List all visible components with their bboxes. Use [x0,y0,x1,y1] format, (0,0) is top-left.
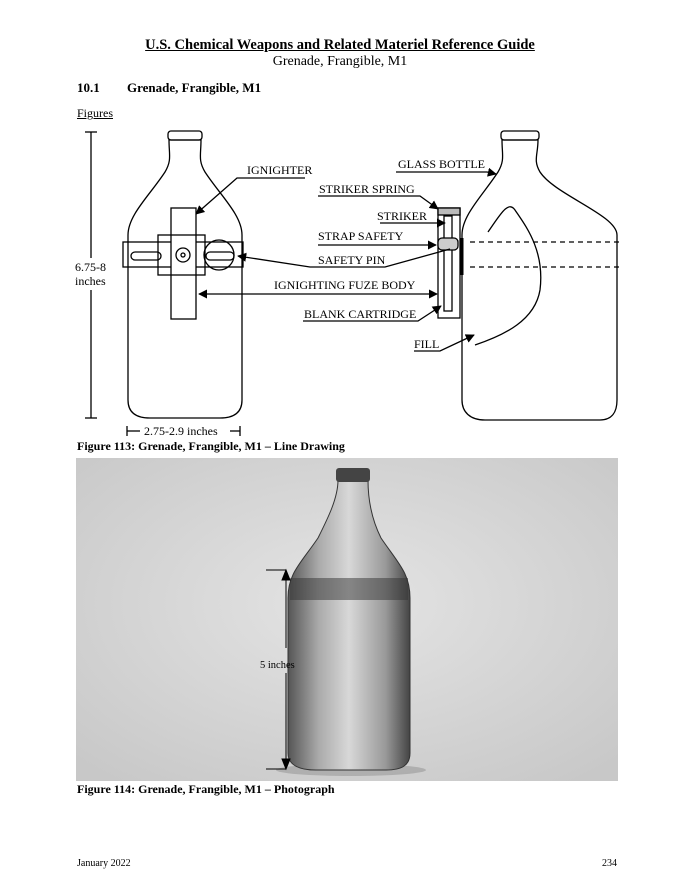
bottle-photo [287,479,411,771]
left-bottle-outline [127,139,243,419]
fuze-assembly [437,207,461,319]
figures-heading: Figures [77,106,113,120]
document-title: U.S. Chemical Weapons and Related Materi… [145,37,535,53]
line-drawing-figure: 6.75-8 inches 2.75-2.9 inches IGNIGHTER … [75,130,620,438]
label-blank-cartridge: BLANK CARTRIDGE [304,307,416,321]
page-number: 234 [602,858,617,869]
label-ignighter: IGNIGHTER [247,163,312,177]
cutaway [474,206,542,346]
label-glass-bottle: GLASS BOTTLE [398,157,485,171]
section-title: Grenade, Frangible, M1 [127,80,262,95]
label-strap-safety: STRAP SAFETY [318,229,404,243]
ignighter-body [170,207,197,320]
height-label-unit: inches [75,274,106,288]
section-number: 10.1 [77,80,100,95]
safety-pin-ring [203,239,235,271]
height-label: 6.75-8 [75,260,106,274]
label-fuze-body: IGNIGHTING FUZE BODY [274,278,416,292]
right-bottle-cap [500,130,540,141]
left-bottle-cap [167,130,203,141]
figure-113-caption: Figure 113: Grenade, Frangible, M1 – Lin… [77,439,345,453]
label-striker-spring: STRIKER SPRING [319,182,415,196]
bottle-photo-cap [336,468,370,482]
label-fill: FILL [414,337,439,351]
document-subtitle: Grenade, Frangible, M1 [272,54,408,69]
photo-dimension-label: 5 inches [260,660,295,671]
label-safety-pin: SAFETY PIN [318,253,386,267]
figure-114-caption: Figure 114: Grenade, Frangible, M1 – Pho… [77,782,335,796]
footer-date: January 2022 [77,858,131,869]
photograph-figure: 5 inches [76,458,618,781]
width-label: 2.75-2.9 inches [144,424,218,438]
label-striker: STRIKER [377,209,427,223]
section-heading: 10.1 Grenade, Frangible, M1 [77,80,261,96]
right-bottle-outline [461,139,618,421]
